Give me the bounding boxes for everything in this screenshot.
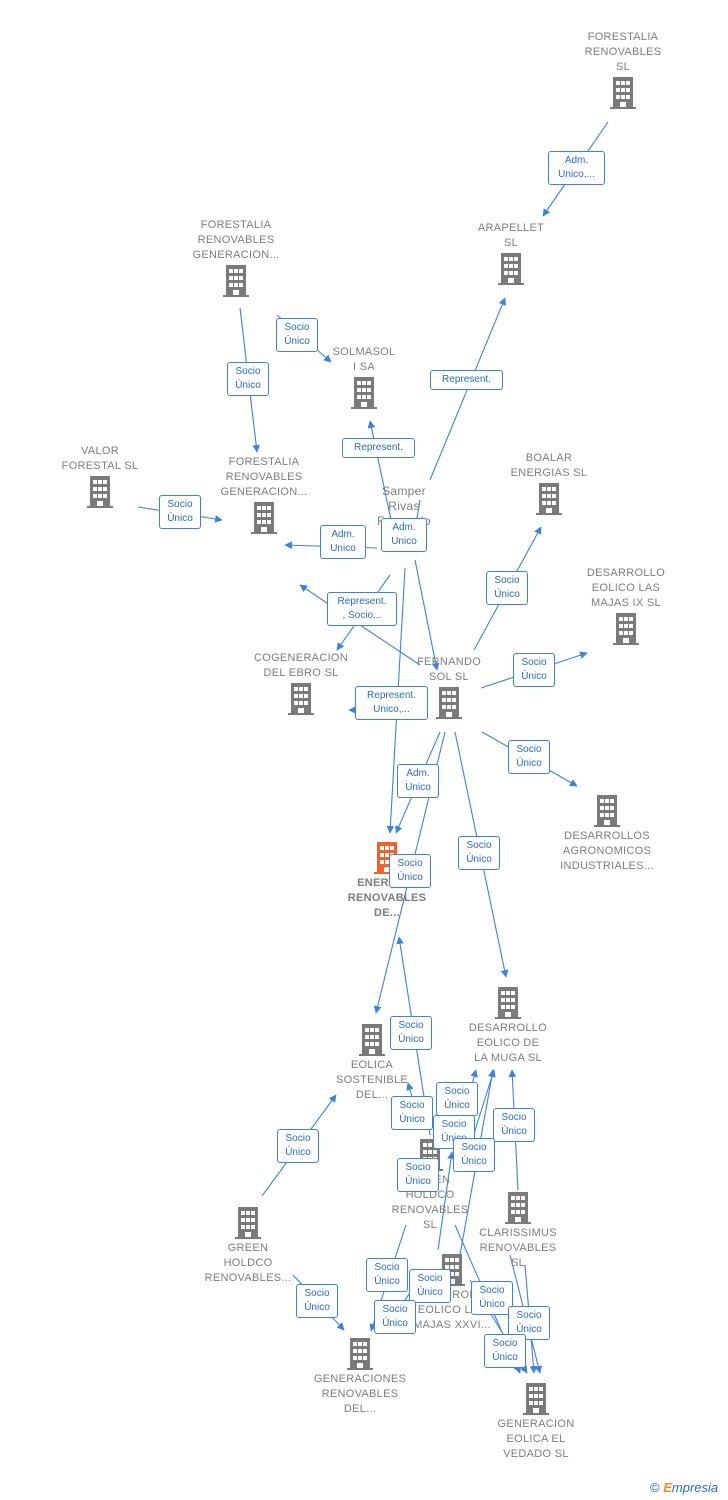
edge-label[interactable]: Socio Único (389, 854, 431, 888)
company-node-vedado[interactable]: GENERACION EOLICA EL VEDADO SL (471, 1381, 601, 1462)
building-icon (359, 1024, 385, 1056)
building-icon (498, 253, 524, 285)
company-label: DESARROLLO EOLICO LAS MAJAS IX SL (586, 567, 666, 609)
edge-label[interactable]: Represent. (342, 438, 415, 458)
edge-label[interactable]: Adm. Unico (381, 518, 427, 552)
company-label: SOLMASOL I SA (332, 346, 396, 373)
edge-label[interactable]: Socio Único (508, 740, 550, 774)
edge-label[interactable]: Socio Único (471, 1281, 513, 1315)
company-label: BOALAR ENERGIAS SL (510, 452, 588, 479)
building-icon (495, 987, 521, 1019)
brand-logo-initial: E (663, 1480, 672, 1495)
edge-label[interactable]: Represent. (430, 370, 503, 390)
company-label: GENERACION EOLICA EL VEDADO SL (497, 1418, 575, 1460)
building-icon (594, 795, 620, 827)
company-node-solmasol[interactable]: SOLMASOL I SA (299, 345, 429, 411)
company-label: EOLICA SOSTENIBLE DEL... (335, 1059, 409, 1101)
company-label: GENERACIONES RENOVABLES DEL... (313, 1373, 407, 1415)
company-node-valor-forestal[interactable]: VALOR FORESTAL SL (35, 444, 165, 510)
edge-label[interactable]: Socio Único (453, 1138, 495, 1172)
copyright-symbol: © (650, 1480, 660, 1495)
company-node-clarissimus[interactable]: CLARISSIMUS RENOVABLES SL (453, 1190, 583, 1271)
building-icon (288, 683, 314, 715)
building-icon (251, 502, 277, 534)
company-node-generaciones-renovables[interactable]: GENERACIONES RENOVABLES DEL... (295, 1336, 425, 1417)
edge-label[interactable]: Represent. Unico,... (355, 686, 428, 720)
company-label: VALOR FORESTAL SL (61, 445, 139, 472)
building-icon (235, 1207, 261, 1239)
company-label: FORESTALIA RENOVABLES SL (584, 31, 662, 73)
company-node-la-muga[interactable]: DESARROLLO EOLICO DE LA MUGA SL (443, 985, 573, 1066)
edge-label[interactable]: Socio Único (391, 1096, 433, 1130)
edge-label[interactable]: Socio Único (276, 318, 318, 352)
company-label: CLARISSIMUS RENOVABLES SL (479, 1227, 557, 1269)
company-node-forestalia-generacion-1[interactable]: FORESTALIA RENOVABLES GENERACION... (171, 218, 301, 299)
company-node-eolica-sostenible[interactable]: EOLICA SOSTENIBLE DEL... (307, 1022, 437, 1103)
building-icon (536, 483, 562, 515)
edge-label[interactable]: Socio Único (277, 1129, 319, 1163)
edge-label[interactable]: Socio Único (397, 1158, 439, 1192)
brand-logo-rest: mpresia (671, 1480, 719, 1495)
edge-label[interactable]: Socio Único (390, 1016, 432, 1050)
edge-label[interactable]: Socio Único (374, 1300, 416, 1334)
company-node-arapellet[interactable]: ARAPELLET SL (446, 221, 576, 287)
company-node-forestalia-generacion-2[interactable]: FORESTALIA RENOVABLES GENERACION... (199, 455, 329, 536)
company-label: FORESTALIA RENOVABLES GENERACION... (220, 456, 308, 498)
company-label: ARAPELLET SL (477, 222, 545, 249)
company-label: FERNANDO SOL SL (416, 656, 482, 683)
edge-label[interactable]: Adm. Unico (397, 764, 439, 798)
building-icon (223, 265, 249, 297)
company-node-boalar-energias[interactable]: BOALAR ENERGIAS SL (484, 451, 614, 517)
company-node-agronomicos[interactable]: DESARROLLOS AGRONOMICOS INDUSTRIALES... (542, 793, 672, 874)
company-node-fernando-sol[interactable]: FERNANDO SOL SL (384, 655, 514, 721)
company-node-majas-ix[interactable]: DESARROLLO EOLICO LAS MAJAS IX SL (561, 566, 691, 647)
edge-label[interactable]: Socio Único (493, 1108, 535, 1142)
company-label: FORESTALIA RENOVABLES GENERACION... (192, 219, 280, 261)
building-icon (87, 476, 113, 508)
company-label: GREEN HOLDCO RENOVABLES... (204, 1242, 292, 1284)
company-label: DESARROLLOS AGRONOMICOS INDUSTRIALES... (560, 830, 654, 872)
edge-label[interactable]: Socio Único (458, 836, 500, 870)
building-icon (505, 1192, 531, 1224)
edge-label[interactable]: Represent. , Socio... (327, 592, 397, 626)
edge-label[interactable]: Socio Único (436, 1082, 478, 1116)
edge-label[interactable]: Socio Único (159, 495, 201, 529)
company-label: ENERGIAS RENOVABLES DE... (347, 877, 427, 919)
edge-label[interactable]: Socio Único (296, 1284, 338, 1318)
edge-label[interactable]: Adm. Unico (320, 525, 366, 559)
company-node-forestalia-renovables[interactable]: FORESTALIA RENOVABLES SL (558, 30, 688, 111)
edge-label[interactable]: Socio Único (513, 653, 555, 687)
building-icon (351, 377, 377, 409)
company-node-green-holdco-renovables[interactable]: GREEN HOLDCO RENOVABLES... (183, 1205, 313, 1286)
company-node-cogeneracion-ebro[interactable]: COGENERACION DEL EBRO SL (236, 651, 366, 717)
building-icon (347, 1338, 373, 1370)
company-label: COGENERACION DEL EBRO SL (253, 652, 349, 679)
building-icon (613, 613, 639, 645)
building-icon (436, 687, 462, 719)
building-icon (610, 77, 636, 109)
edge-label[interactable]: Socio Único (484, 1334, 526, 1368)
edge-label[interactable]: Socio Único (409, 1269, 451, 1303)
edge-label[interactable]: Adm. Unico,... (548, 151, 605, 185)
building-icon (523, 1383, 549, 1415)
edge-label[interactable]: Socio Único (366, 1258, 408, 1292)
company-node-energias-renovables-main[interactable]: ENERGIAS RENOVABLES DE... (322, 840, 452, 921)
company-label: DESARROLLO EOLICO DE LA MUGA SL (468, 1022, 548, 1064)
edge-label[interactable]: Socio Único (486, 571, 528, 605)
empresia-credit: © Empresia (650, 1480, 718, 1495)
edge-label[interactable]: Socio Único (227, 362, 269, 396)
